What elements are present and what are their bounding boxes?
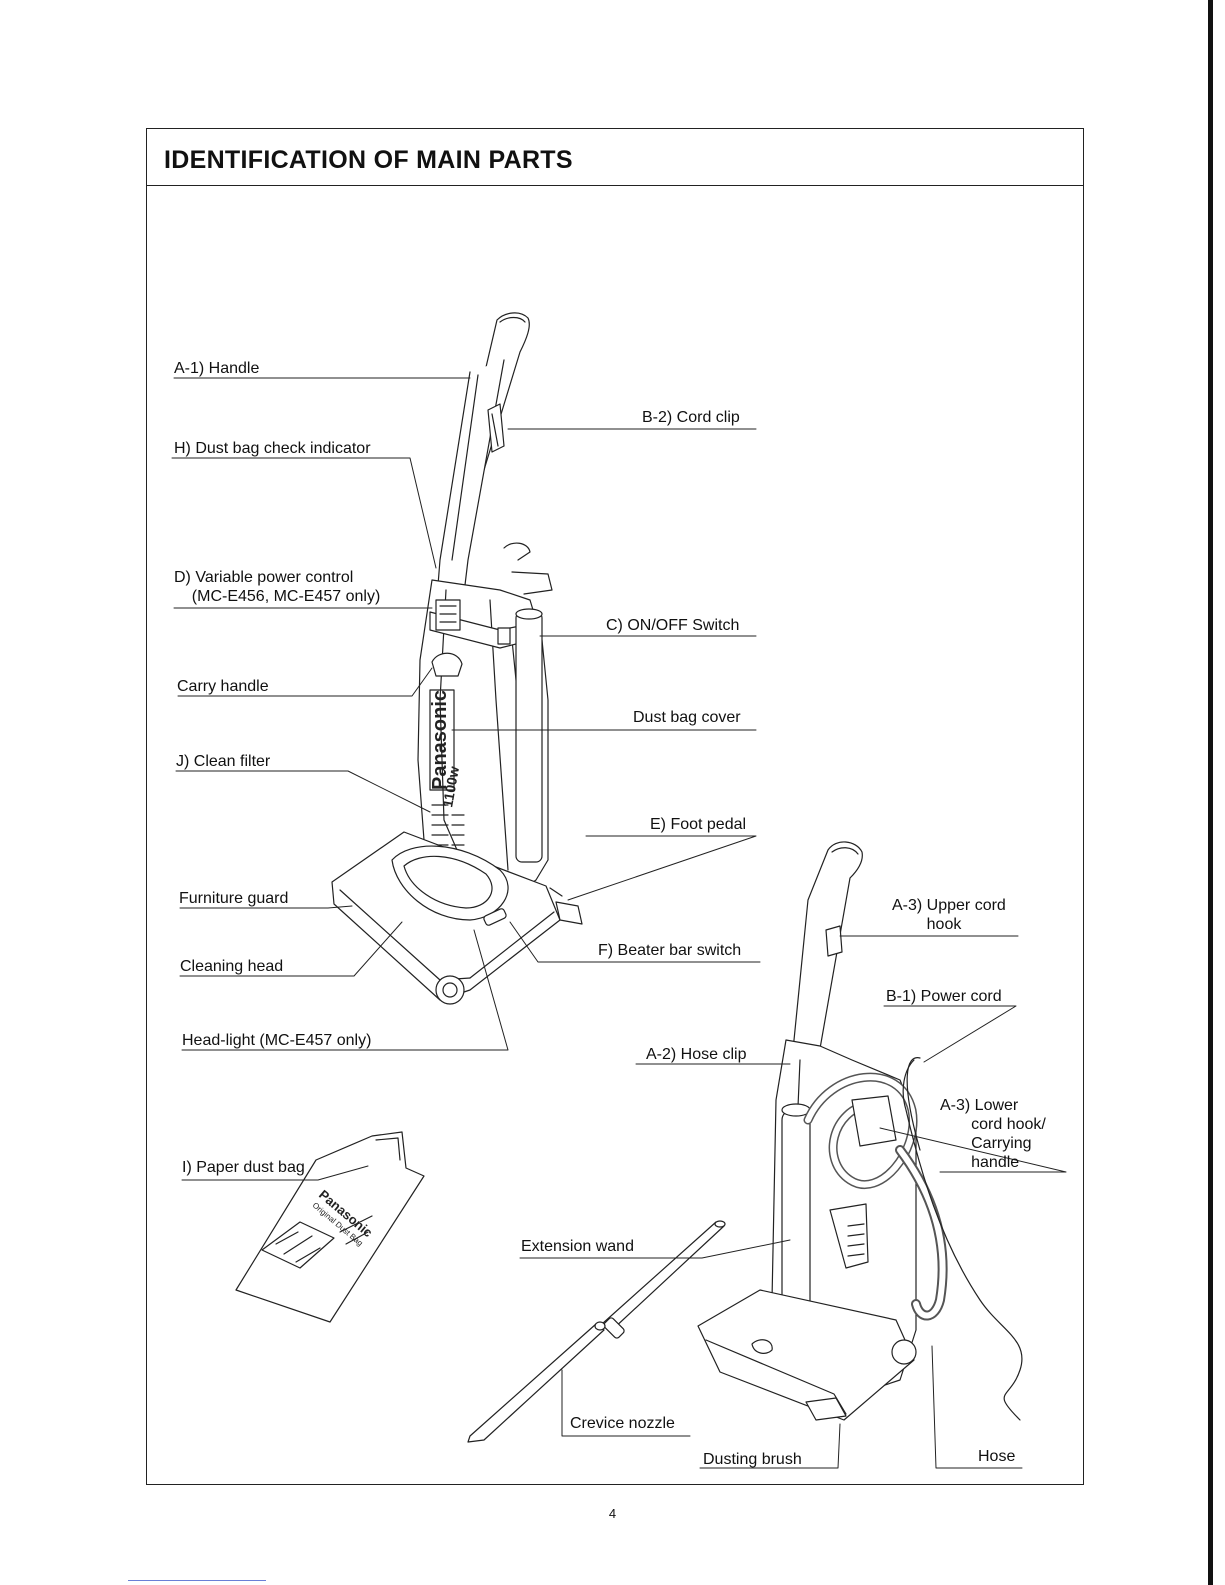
label-hose: Hose [978, 1448, 1016, 1465]
label-crevice-nozzle: Crevice nozzle [570, 1415, 675, 1432]
label-furniture-guard: Furniture guard [179, 890, 289, 907]
label-cord-clip: B-2) Cord clip [642, 409, 740, 426]
label-variable-power-control: D) Variable power control (MC-E456, MC-E… [174, 569, 381, 605]
label-foot-pedal: E) Foot pedal [650, 816, 747, 833]
leader-lines [171, 377, 1067, 1469]
upright-vacuum-rear-drawing [697, 841, 1023, 1421]
label-beater-bar-switch: F) Beater bar switch [598, 942, 742, 959]
page-edge-rule [1208, 0, 1213, 1585]
footer-rule [128, 1580, 266, 1581]
wattage-text: 1100w [439, 765, 462, 809]
upright-vacuum-front-drawing [331, 312, 583, 1005]
label-lower-cord-hook: A-3) Lower cord hook/ Carrying handle [940, 1097, 1046, 1171]
label-handle: A-1) Handle [174, 360, 260, 377]
label-paper-dust-bag: I) Paper dust bag [182, 1159, 305, 1176]
label-extension-wand: Extension wand [521, 1238, 634, 1255]
brand-text-front: Panasonic [429, 690, 451, 790]
label-cleaning-head: Cleaning head [180, 958, 284, 975]
label-dust-bag-check-indicator: H) Dust bag check indicator [174, 440, 371, 457]
label-carry-handle: Carry handle [177, 678, 269, 695]
label-upper-cord-hook: A-3) Upper cord hook [892, 897, 1006, 933]
label-hose-clip: A-2) Hose clip [646, 1046, 747, 1063]
label-on-off-switch: C) ON/OFF Switch [606, 617, 740, 634]
label-clean-filter: J) Clean filter [176, 753, 271, 770]
label-power-cord: B-1) Power cord [886, 988, 1002, 1005]
section-frame [146, 128, 1084, 1485]
label-head-light: Head-light (MC-E457 only) [182, 1032, 372, 1049]
section-title: IDENTIFICATION OF MAIN PARTS [164, 146, 573, 174]
wand-and-nozzle-drawing [467, 1220, 726, 1443]
paper-dust-bag-drawing [235, 1131, 425, 1323]
page-number: 4 [608, 1506, 617, 1521]
section-header: IDENTIFICATION OF MAIN PARTS [146, 128, 1084, 186]
label-dusting-brush: Dusting brush [703, 1451, 802, 1468]
label-dust-bag-cover: Dust bag cover [633, 709, 741, 726]
